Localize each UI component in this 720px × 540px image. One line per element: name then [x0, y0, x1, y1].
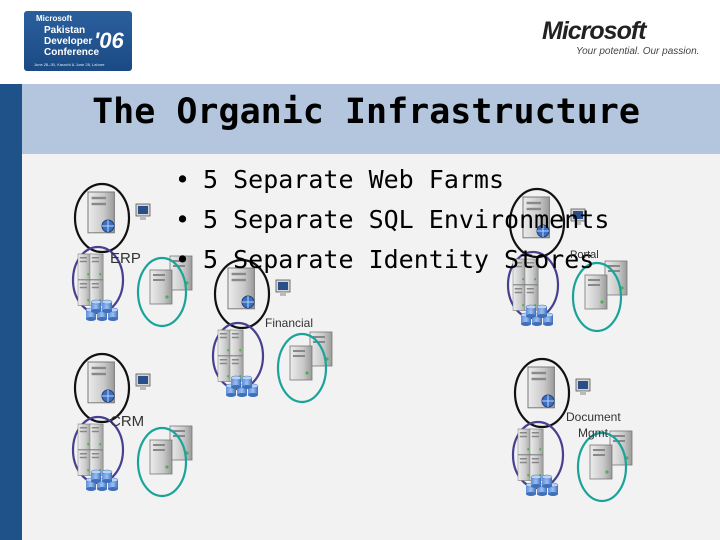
bullet-text-web-farms: 5 Separate Web Farms: [203, 165, 505, 194]
label-financial: Financial: [265, 316, 314, 330]
bullet-dot: •: [175, 245, 191, 274]
bullet-item: • 5 Separate Web Farms: [175, 160, 609, 200]
cluster-financial: [213, 260, 332, 402]
title-bar: [0, 84, 720, 154]
badge-brand: Microsoft: [36, 14, 72, 23]
bullet-item: • 5 Separate SQL Environments: [175, 200, 609, 240]
badge-line-2: Developer: [44, 36, 93, 47]
microsoft-tagline: Your potential. Our passion.: [576, 46, 700, 57]
slide-header: Microsoft Pakistan Developer Conference …: [0, 0, 720, 84]
label-mgmt: Mgmt: [578, 426, 608, 440]
label-document: Document: [566, 410, 621, 424]
badge-dates: June 28–30, Karachi & June 28, Lahore: [34, 62, 105, 67]
label-erp: ERP: [110, 250, 141, 267]
slide-title: The Organic Infrastructure: [92, 92, 640, 132]
label-crm: CRM: [110, 413, 145, 430]
badge-line-1: Pakistan: [44, 25, 86, 36]
bullet-dot: •: [175, 165, 191, 194]
cluster-document-mgmt: [513, 359, 632, 501]
bullet-text-sql: 5 Separate SQL Environments: [203, 205, 610, 234]
bullet-text-identity: 5 Separate Identity Stores: [203, 245, 595, 274]
conference-badge: Microsoft Pakistan Developer Conference …: [24, 11, 132, 71]
label-portal: Portal: [570, 249, 599, 261]
bullet-dot: •: [175, 205, 191, 234]
bullet-item: • 5 Separate Identity Stores: [175, 240, 609, 280]
badge-line-3: Conference: [44, 47, 100, 58]
badge-year: '06: [94, 28, 124, 53]
side-band: [0, 84, 22, 540]
bullet-list: • 5 Separate Web Farms • 5 Separate SQL En…: [175, 160, 609, 280]
microsoft-logo: Microsoft: [542, 17, 646, 45]
